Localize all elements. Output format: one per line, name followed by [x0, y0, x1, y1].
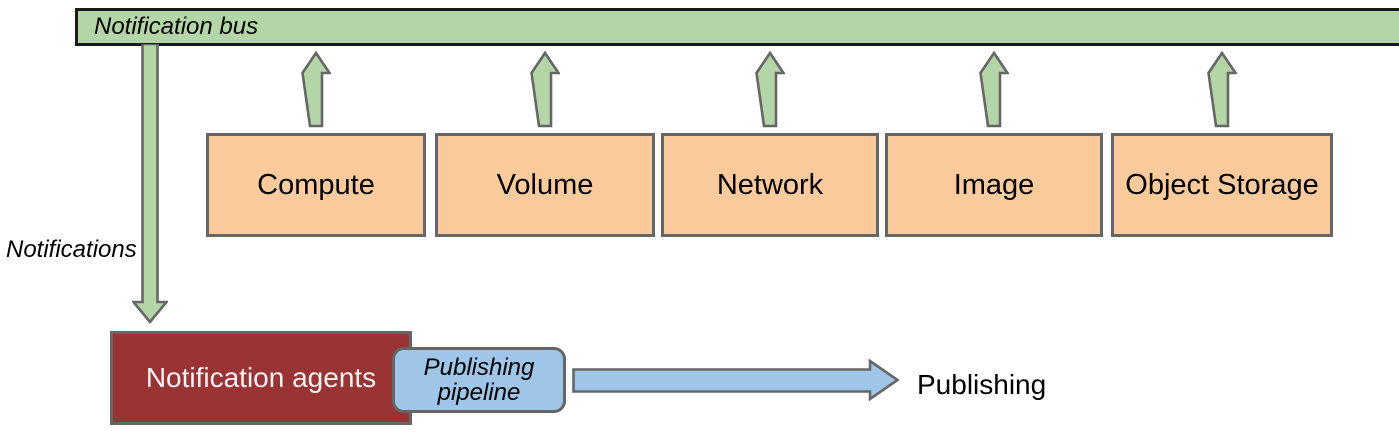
image-to-bus-arrow-icon — [979, 51, 1009, 128]
publishing-pipeline-box: Publishing pipeline — [392, 347, 566, 413]
notification-agents-label: Notification agents — [145, 362, 377, 393]
object-storage-to-bus-arrow-icon — [1207, 51, 1237, 128]
service-box-volume: Volume — [435, 133, 655, 237]
notification-agents-box: Notification agents — [110, 331, 412, 425]
network-to-bus-arrow-icon — [755, 51, 785, 128]
service-label-volume: Volume — [496, 168, 594, 201]
service-box-image: Image — [885, 133, 1103, 237]
notifications-flow-label: Notifications — [6, 236, 137, 263]
service-box-compute: Compute — [206, 133, 426, 237]
notification-bus-bar: Notification bus — [75, 8, 1399, 46]
notification-bus-label: Notification bus — [94, 13, 259, 40]
service-label-object-storage: Object Storage — [1125, 168, 1319, 201]
service-label-compute: Compute — [257, 168, 375, 201]
pipeline-to-publishing-arrow-icon — [572, 358, 899, 401]
publishing-flow-label: Publishing — [917, 369, 1047, 400]
service-label-network: Network — [716, 168, 824, 201]
publishing-pipeline-label: Publishing pipeline — [423, 353, 535, 406]
service-box-object-storage: Object Storage — [1111, 133, 1333, 237]
compute-to-bus-arrow-icon — [301, 51, 331, 128]
bus-to-agents-arrow-icon — [132, 44, 168, 324]
service-box-network: Network — [661, 133, 879, 237]
service-label-image: Image — [953, 168, 1035, 201]
volume-to-bus-arrow-icon — [530, 51, 560, 128]
